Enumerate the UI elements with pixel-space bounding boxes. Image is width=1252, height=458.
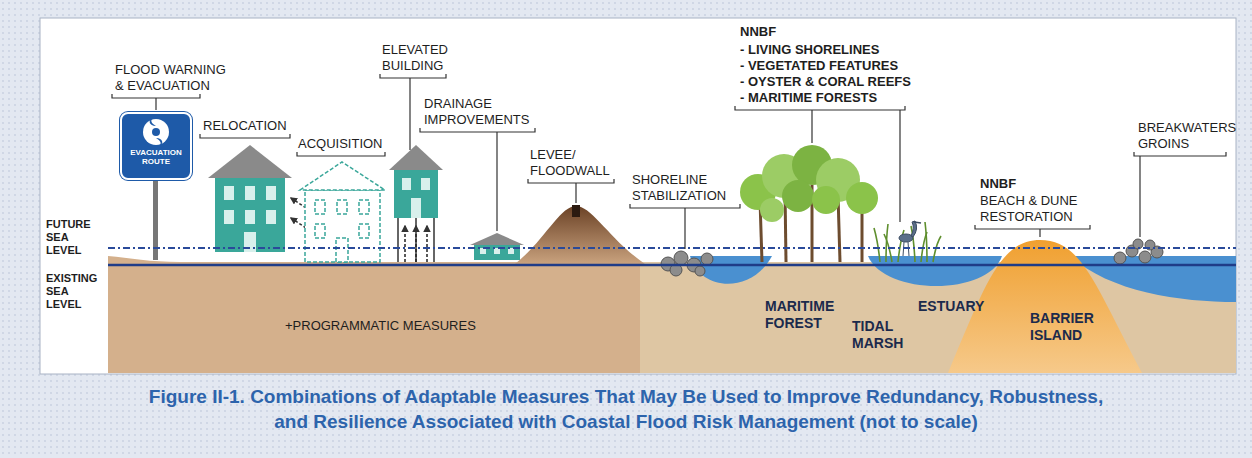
- leader-line: [155, 98, 156, 110]
- nnbf-item: - MARITIME FORESTS: [740, 90, 877, 106]
- leader-line: [496, 132, 497, 231]
- nnbf-item: - VEGETATED FEATURES: [740, 58, 898, 74]
- leader-line: [899, 110, 900, 222]
- nnbf-heading: NNBF: [980, 176, 1016, 192]
- leader-line: [684, 208, 685, 249]
- measure-label: FLOOD WARNING & EVACUATION: [115, 62, 227, 94]
- label-bracket: [735, 106, 905, 110]
- terrain-label: BARRIER ISLAND: [1030, 310, 1114, 344]
- sign-text: EVACUATION ROUTE: [122, 148, 190, 166]
- measure-label: LEVEE/ FLOODWALL: [530, 147, 618, 179]
- label-bracket: [1134, 152, 1226, 156]
- measure-label: RELOCATION: [203, 118, 287, 134]
- terrain-label: ESTUARY: [918, 298, 984, 315]
- leader-line: [409, 78, 410, 150]
- leader-line: [1139, 156, 1140, 237]
- label-bracket: [380, 74, 446, 78]
- terrain-label: TIDAL MARSH: [852, 318, 912, 352]
- hurricane-icon: [141, 117, 171, 147]
- leader-line: [1039, 229, 1040, 237]
- label-bracket: [420, 128, 535, 132]
- measure-label: ACQUISITION: [298, 136, 383, 152]
- nnbf-item: - LIVING SHORELINES: [740, 42, 879, 58]
- label-bracket: [975, 225, 1090, 229]
- leader-line: [811, 110, 812, 143]
- measure-label: SHORELINE STABILIZATION: [632, 172, 740, 204]
- leader-line: [575, 183, 576, 203]
- figure-caption: Figure II-1. Combinations of Adaptable M…: [146, 384, 1106, 434]
- nnbf-heading: NNBF: [740, 24, 776, 40]
- measure-label: DRAINAGE IMPROVEMENTS: [424, 96, 532, 128]
- evacuation-sign: EVACUATION ROUTE: [120, 112, 192, 180]
- label-bracket: [200, 134, 290, 138]
- measure-label: ELEVATED BUILDING: [382, 42, 460, 74]
- label-bracket: [630, 204, 740, 208]
- label-bracket: [528, 179, 614, 183]
- sea-level-label: FUTURE SEA LEVEL: [46, 218, 106, 257]
- label-bracket: [297, 152, 385, 156]
- terrain-label: MARITIME FOREST: [765, 298, 845, 332]
- measure-label: BEACH & DUNE RESTORATION: [980, 193, 1084, 225]
- nnbf-item: - OYSTER & CORAL REEFS: [740, 74, 911, 90]
- measure-label: BREAKWATERS GROINS: [1138, 120, 1230, 152]
- sea-level-label: EXISTING SEA LEVEL: [46, 272, 106, 311]
- label-bracket: [112, 94, 200, 98]
- measure-label: +PROGRAMMATIC MEASURES: [285, 318, 476, 334]
